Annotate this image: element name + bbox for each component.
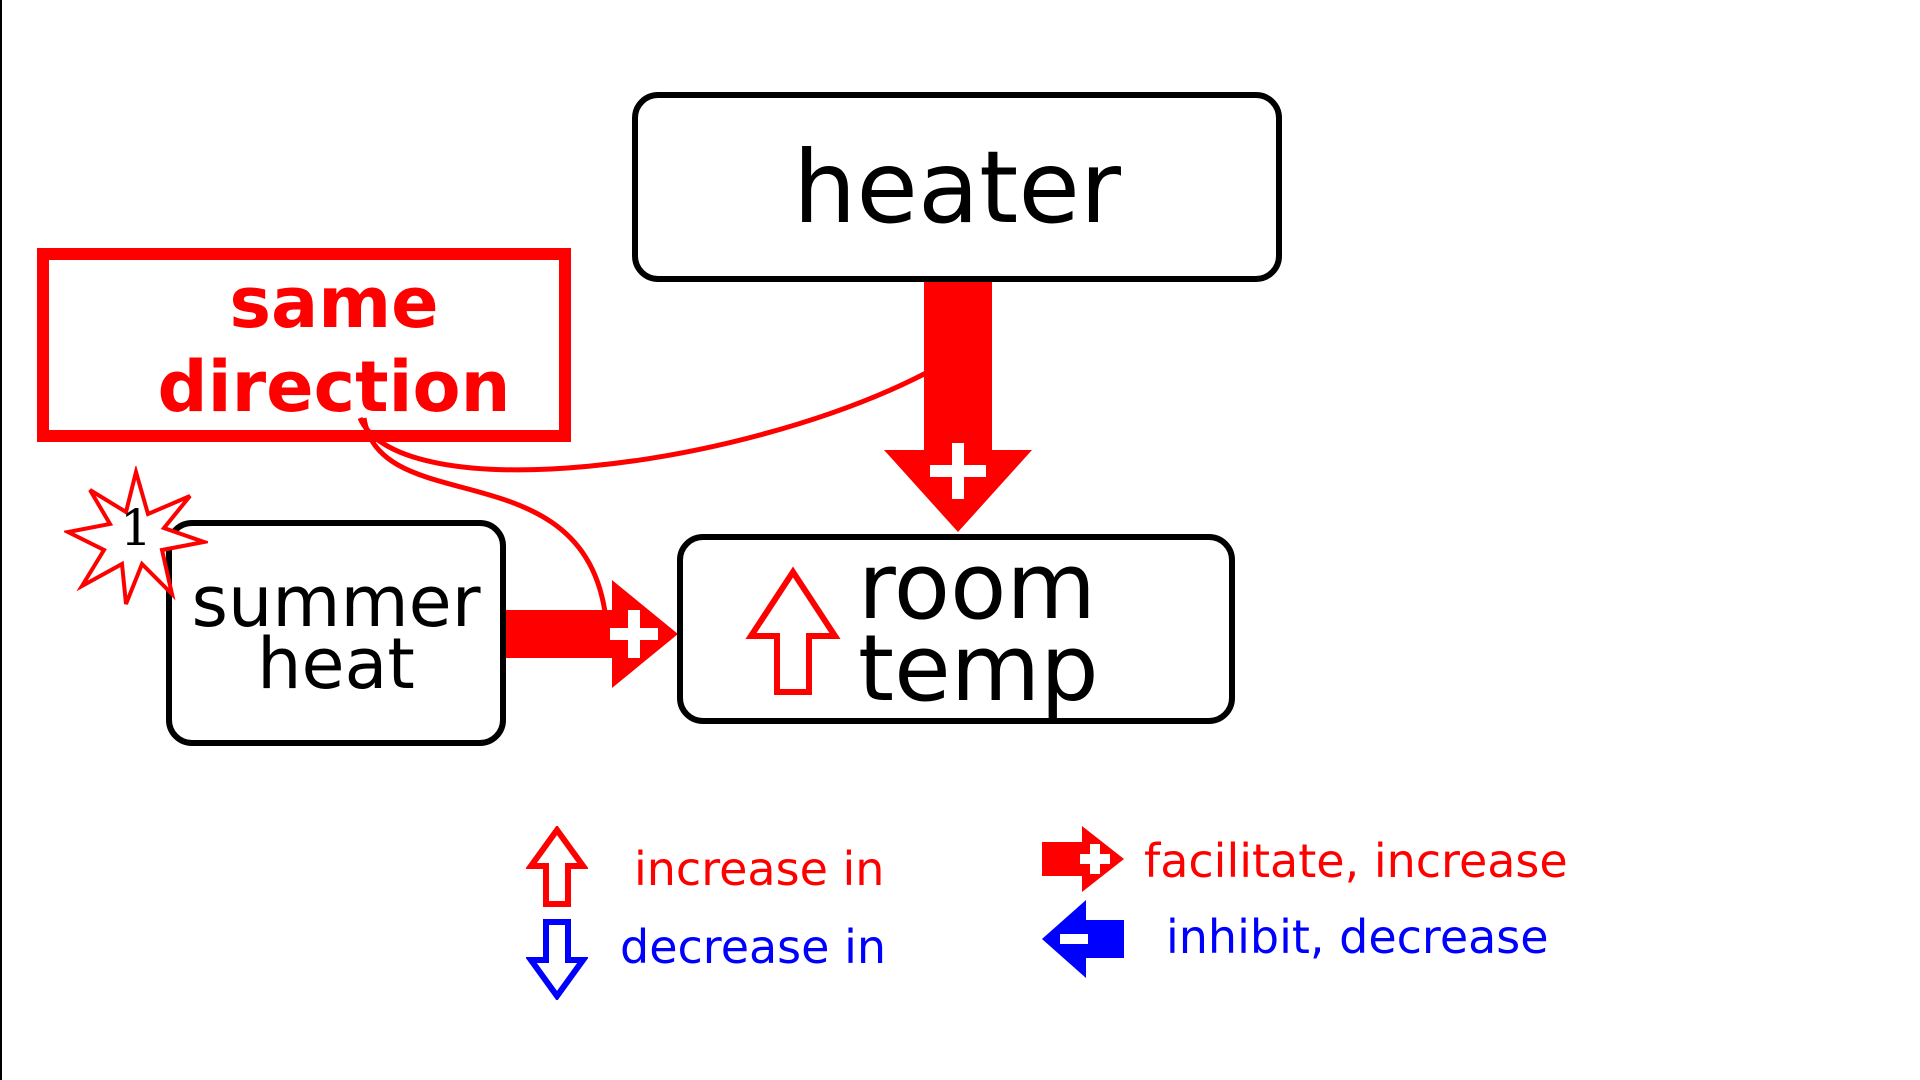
burst-icon — [61, 464, 212, 605]
same-direction-box: same direction — [37, 248, 571, 442]
room-temp-label-line1: room — [858, 533, 1096, 640]
frame-border — [0, 0, 2, 1080]
legend-facilitate-arrow-icon — [1042, 826, 1124, 892]
heater-label: heater — [792, 128, 1122, 246]
same-direction-line2: direction — [157, 346, 511, 428]
summer-heat-node: summer heat — [166, 520, 506, 746]
heater-to-roomtemp-arrow — [884, 280, 1032, 532]
room-temp-node: room temp — [677, 534, 1235, 724]
summer-heat-label-line1: summer — [191, 561, 481, 643]
burst-number: 1 — [120, 499, 152, 557]
same-direction-connector — [357, 369, 930, 613]
legend-up-arrow-icon — [526, 826, 588, 907]
summer-heat-label-line2: heat — [257, 623, 415, 705]
burst-badge: 1 — [61, 464, 212, 610]
legend-down-arrow-icon — [526, 919, 588, 1000]
legend-facilitate-label: facilitate, increase — [1144, 834, 1568, 888]
legend-inhibit-arrow-icon — [1042, 900, 1124, 978]
legend-increase-label: increase in — [634, 842, 885, 896]
legend-decrease-label: decrease in — [620, 920, 887, 974]
legend-inhibit-label: inhibit, decrease — [1166, 910, 1549, 964]
summerheat-to-roomtemp-arrow — [504, 580, 678, 688]
room-temp-label-line2: temp — [858, 615, 1099, 722]
same-direction-line1: same — [229, 262, 439, 344]
up-arrow-icon — [745, 566, 841, 695]
heater-node: heater — [632, 92, 1282, 282]
